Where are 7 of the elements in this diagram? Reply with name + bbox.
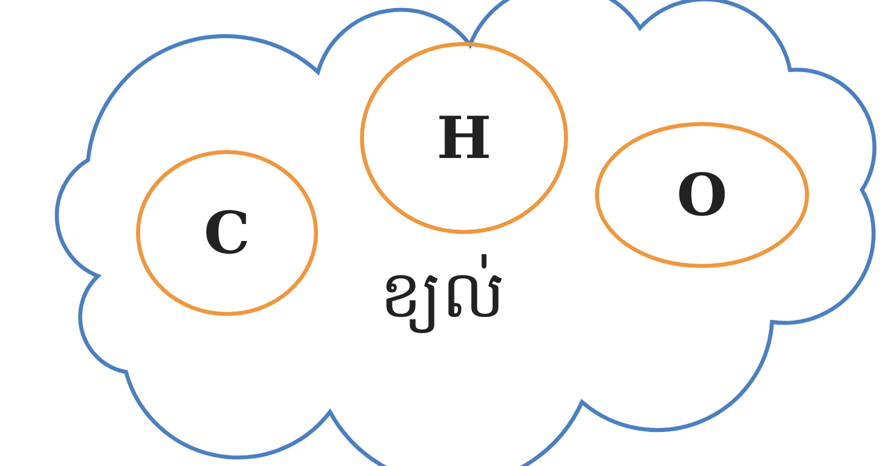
- element-symbol: O: [676, 166, 728, 224]
- element-symbol: C: [204, 204, 250, 262]
- element-circle: [136, 150, 318, 316]
- element-symbol: H: [436, 109, 492, 167]
- element-circle: [360, 42, 568, 234]
- cloud-label: ខ្យល់: [380, 255, 505, 334]
- element-circle: [595, 122, 809, 268]
